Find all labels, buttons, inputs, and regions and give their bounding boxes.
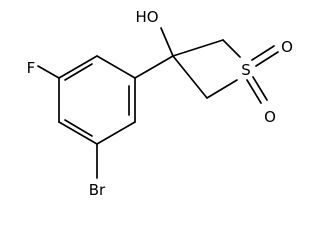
- bromine-label: Br: [89, 181, 106, 199]
- thietane-ring: [172, 39, 241, 99]
- s-o-double-bond-upper-b: [251, 45, 275, 61]
- bond-ring-to-fluorine: [37, 65, 60, 79]
- s-o-double-bond-upper-a: [255, 51, 279, 67]
- ring-bond-1: [96, 55, 136, 79]
- molecule-structure: HO F Br S O O: [27, 8, 293, 199]
- ring-bond-6: [58, 55, 98, 79]
- sulfonyl-oxygen-lower-label: O: [264, 108, 276, 126]
- ring4-bond-top: [172, 39, 224, 57]
- s-o-double-bond-lower-b: [252, 76, 268, 101]
- ring4-bond-to-sulfur-bottom: [206, 79, 238, 99]
- bond-ring-to-quaternary-carbon: [134, 55, 174, 79]
- ring4-bond-to-sulfur-top: [222, 39, 241, 58]
- fluorine-label: F: [27, 59, 36, 77]
- bond-carbon-to-hydroxyl: [160, 27, 174, 57]
- ring-double-bond-3: [64, 63, 93, 81]
- ring4-bond-left: [172, 55, 208, 99]
- hydroxyl-label: HO: [135, 8, 158, 26]
- sulfur-label: S: [241, 61, 251, 79]
- ring-double-bond-2: [64, 119, 93, 137]
- ring-bond-4: [58, 121, 98, 145]
- s-o-double-bond-lower-a: [246, 79, 262, 104]
- benzene-ring: [58, 55, 136, 145]
- sulfonyl-bonds: [246, 45, 279, 104]
- ring-bond-3: [96, 121, 136, 145]
- sulfonyl-oxygen-upper-label: O: [281, 38, 293, 56]
